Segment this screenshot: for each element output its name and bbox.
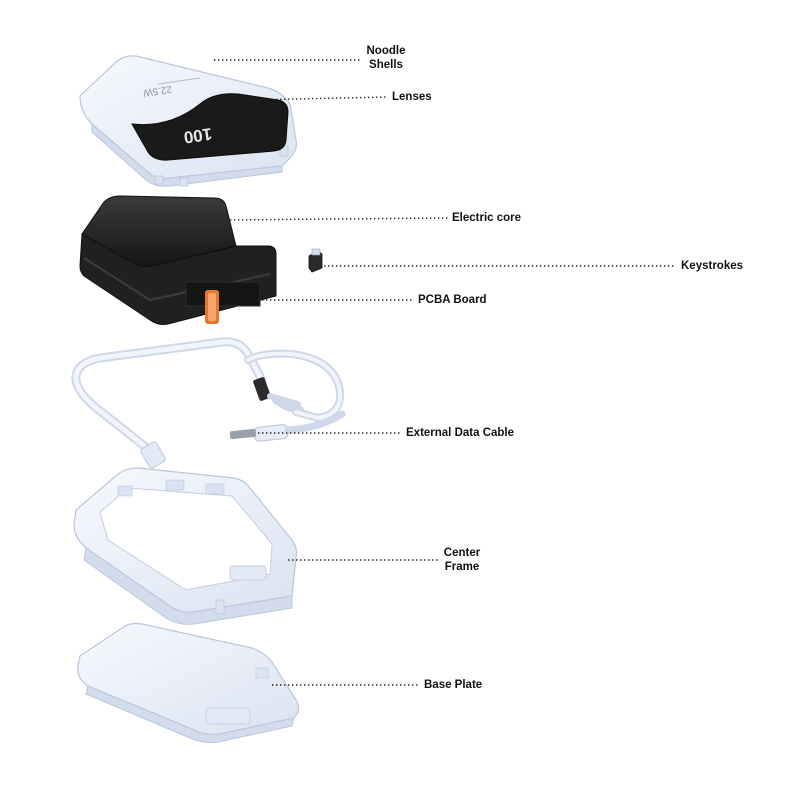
base-plate-body	[77, 622, 300, 736]
cable-connector-dark	[253, 377, 271, 401]
electric-core	[79, 195, 277, 325]
label-keystrokes: Keystrokes	[681, 260, 744, 272]
frame-side	[83, 547, 293, 625]
shell-clip	[154, 175, 164, 185]
leader-lines	[214, 59, 676, 686]
label-center-frame: Center Frame	[432, 546, 492, 574]
label-noodle-shells-line2: Shells	[369, 59, 403, 71]
lightning-tip	[229, 428, 257, 440]
label-base-plate: Base Plate	[424, 679, 483, 691]
label-electric-core: Electric core	[452, 212, 522, 224]
base-plate	[77, 622, 300, 743]
label-noodle-shells: Noodle Shells	[356, 44, 416, 72]
keystroke-button	[308, 248, 323, 273]
label-pcba-board: PCBA Board	[418, 294, 487, 306]
label-lenses: Lenses	[392, 91, 432, 103]
base-plate-side	[85, 685, 295, 743]
center-frame	[73, 467, 298, 625]
lens-top-text: 22.5W	[142, 83, 173, 98]
label-center-frame-line2: Frame	[444, 561, 480, 573]
shell-clip	[179, 177, 189, 187]
lens-readout: 100	[183, 124, 214, 147]
cable-head-left	[140, 441, 166, 469]
top-shell: 100 22.5W	[79, 55, 297, 187]
label-noodle-shells-line1: Noodle	[366, 45, 406, 57]
label-external-data-cable: External Data Cable	[406, 427, 515, 439]
external-data-cable	[71, 337, 346, 469]
pcba-board-part	[185, 281, 261, 307]
label-center-frame-line1: Center	[443, 547, 481, 559]
leader-electric-core	[221, 217, 449, 221]
leader-lenses	[247, 96, 389, 101]
frame-inner	[99, 487, 273, 591]
lens-window	[131, 93, 289, 161]
